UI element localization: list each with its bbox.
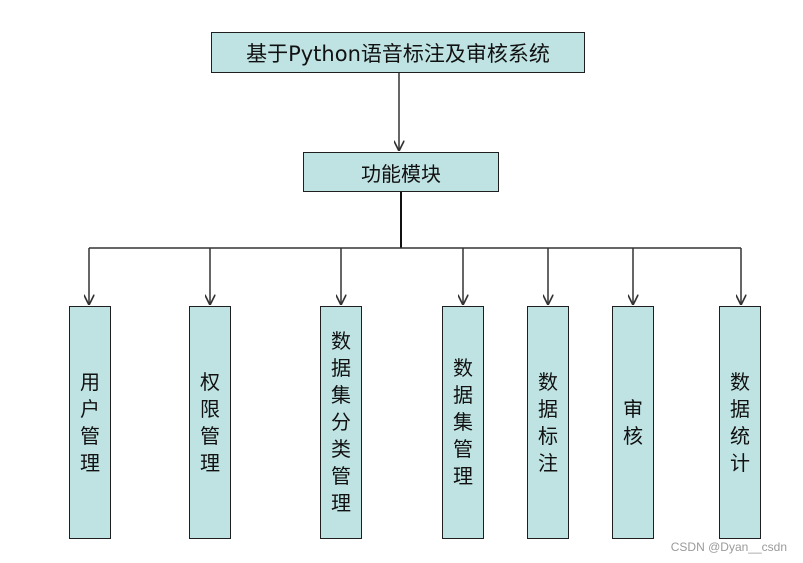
module-node-label: 功能模块	[361, 161, 441, 186]
leaf-node-dataset-management: 数据集管理	[442, 306, 484, 539]
leaf-node-dataset-category-management: 数据集分类管理	[320, 306, 362, 539]
leaf-node-data-statistics: 数据统计	[719, 306, 761, 539]
leaf-node-user-management: 用户管理	[69, 306, 111, 539]
module-node: 功能模块	[303, 152, 499, 192]
leaf-label: 权限管理	[200, 369, 220, 475]
leaf-label: 数据集分类管理	[331, 329, 351, 515]
watermark-text: CSDN @Dyan__csdn	[670, 540, 787, 554]
leaf-label: 数据集管理	[453, 356, 473, 488]
leaf-label: 审核	[623, 396, 643, 448]
leaf-label: 数据统计	[730, 369, 750, 475]
root-node: 基于Python语音标注及审核系统	[211, 32, 585, 73]
leaf-label: 数据标注	[538, 369, 558, 475]
root-node-label: 基于Python语音标注及审核系统	[246, 41, 550, 66]
leaf-node-review: 审核	[612, 306, 654, 539]
leaf-node-data-annotation: 数据标注	[527, 306, 569, 539]
leaf-label: 用户管理	[80, 369, 100, 475]
leaf-node-permission-management: 权限管理	[189, 306, 231, 539]
